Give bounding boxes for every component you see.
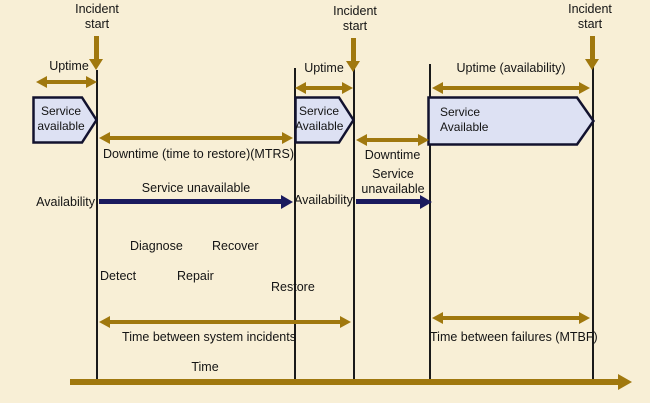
service-unavailable-label-2: Service unavailable xyxy=(361,167,425,196)
incident-start-label-1-line2: start xyxy=(84,17,110,31)
arrow-shaft xyxy=(590,36,595,60)
incident-start-arrow-2 xyxy=(346,38,361,73)
incident-start-label-3: Incident start xyxy=(550,2,630,32)
downtime-mtrs-arrow xyxy=(99,132,293,144)
availability-label-middle: Availability xyxy=(294,193,353,207)
arrowhead-down-icon xyxy=(346,61,360,72)
arrow-shaft xyxy=(70,379,620,385)
service-unavailable-arrow-2 xyxy=(356,195,432,209)
incident-start-label-2-line2: start xyxy=(342,19,368,33)
arrow-shaft xyxy=(303,86,345,90)
downtime-arrow-2 xyxy=(356,134,429,146)
arrowhead-left-icon xyxy=(295,82,306,94)
arrow-shaft xyxy=(364,138,421,142)
uptime-label-2: Uptime xyxy=(304,61,344,75)
mtbf-label: Time between failures (MTBF) xyxy=(430,330,598,344)
service-restored-line-1 xyxy=(294,68,296,383)
service-available-block-2: Service Available xyxy=(294,96,355,144)
arrow-shaft xyxy=(99,199,283,204)
uptime-arrow-1 xyxy=(36,76,97,88)
arrowhead-left-icon xyxy=(99,316,110,328)
incident-start-label-3-line2: start xyxy=(577,17,603,31)
uptime-availability-arrow xyxy=(432,82,590,94)
step-recover-label: Recover xyxy=(212,239,259,253)
step-repair-label: Repair xyxy=(177,269,214,283)
arrowhead-right-icon xyxy=(342,82,353,94)
service-unavailable-arrow-1 xyxy=(99,195,293,209)
time-between-incidents-label: Time between system incidents xyxy=(122,330,296,344)
arrowhead-right-icon xyxy=(340,316,351,328)
service-available-block-3: Service Available xyxy=(427,96,595,146)
service-available-block-1: Service available xyxy=(32,96,98,144)
arrowhead-left-icon xyxy=(432,312,443,324)
mtbf-arrow xyxy=(432,312,590,324)
arrowhead-right-icon xyxy=(86,76,97,88)
step-diagnose-label: Diagnose xyxy=(130,239,183,253)
block-arrow-shape xyxy=(294,96,355,144)
arrowhead-right-icon xyxy=(579,82,590,94)
arrowhead-left-icon xyxy=(36,76,47,88)
arrowhead-down-icon xyxy=(89,59,103,70)
arrowhead-left-icon xyxy=(99,132,110,144)
incident-start-arrow-1 xyxy=(89,36,104,71)
arrow-shaft xyxy=(356,199,422,204)
arrowhead-right-icon xyxy=(579,312,590,324)
incident-start-label-3-line1: Incident xyxy=(568,2,612,16)
incident-start-line-2 xyxy=(353,64,355,383)
arrowhead-down-icon xyxy=(585,59,599,70)
time-between-incidents-arrow xyxy=(99,316,351,328)
arrowhead-right-icon xyxy=(281,195,293,209)
service-restored-line-2 xyxy=(429,64,431,383)
arrowhead-right-icon xyxy=(282,132,293,144)
incident-start-label-2-line1: Incident xyxy=(333,4,377,18)
uptime-availability-label: Uptime (availability) xyxy=(456,61,566,75)
arrowhead-right-icon xyxy=(618,374,632,390)
incident-start-line-1 xyxy=(96,70,98,383)
service-unavailable-label-1: Service unavailable xyxy=(141,181,251,195)
arrow-shaft xyxy=(94,36,99,60)
arrow-shaft xyxy=(440,86,582,90)
arrow-shaft xyxy=(107,136,285,140)
time-axis-label: Time xyxy=(191,360,219,374)
uptime-label-1: Uptime xyxy=(49,59,89,73)
incident-start-label-2: Incident start xyxy=(315,4,395,34)
availability-label-left: Availability xyxy=(36,195,95,209)
service-available-label-1: Service available xyxy=(37,104,85,133)
arrow-shaft xyxy=(44,80,89,84)
arrowhead-left-icon xyxy=(432,82,443,94)
arrow-shaft xyxy=(107,320,343,324)
step-restore-label: Restore xyxy=(271,280,315,294)
incident-start-arrow-3 xyxy=(585,36,600,71)
step-detect-label: Detect xyxy=(100,269,137,283)
arrowhead-left-icon xyxy=(356,134,367,146)
service-available-label-2: Service Available xyxy=(295,104,344,133)
arrow-shaft xyxy=(440,316,582,320)
arrow-shaft xyxy=(351,38,356,62)
service-available-label-3: Service Available xyxy=(440,105,489,134)
downtime-label-2: Downtime xyxy=(364,148,421,162)
incident-start-line-3 xyxy=(592,64,594,380)
arrowhead-right-icon xyxy=(420,195,432,209)
incident-start-label-1: Incident start xyxy=(57,2,137,32)
arrowhead-right-icon xyxy=(418,134,429,146)
time-axis-arrow xyxy=(70,374,632,390)
uptime-arrow-2 xyxy=(295,82,353,94)
incident-start-label-1-line1: Incident xyxy=(75,2,119,16)
downtime-mtrs-label: Downtime (time to restore)(MTRS) xyxy=(103,147,294,161)
block-arrow-shape xyxy=(32,96,98,144)
